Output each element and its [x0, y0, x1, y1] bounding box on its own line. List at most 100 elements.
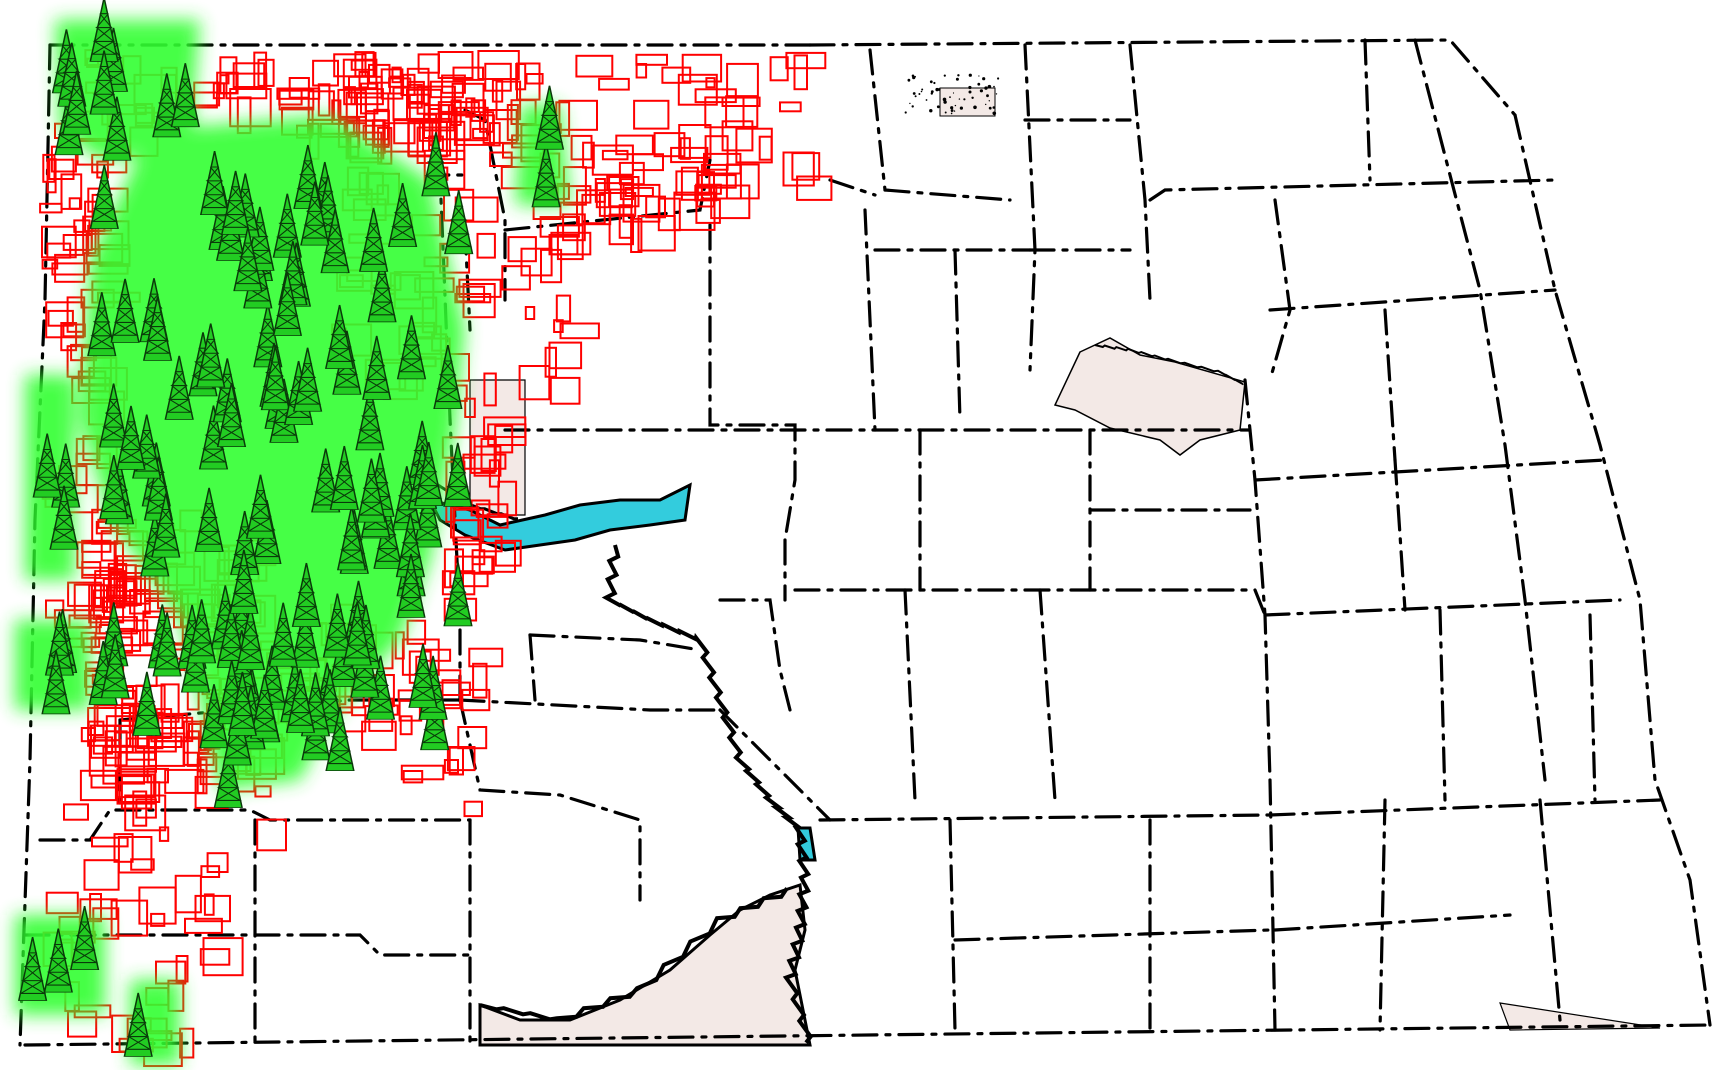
lease-outline: [694, 185, 718, 202]
lease-outline: [483, 372, 497, 407]
county-line: [903, 588, 917, 802]
speckle-dot: [987, 84, 992, 89]
lease-outline: [694, 88, 737, 104]
lease-outline: [202, 937, 244, 977]
county-line: [458, 698, 642, 902]
lease-outline: [79, 769, 117, 802]
county-line: [718, 598, 792, 712]
speckle-dot: [954, 104, 957, 107]
lease-outline: [630, 217, 643, 254]
county-line: [1363, 38, 1372, 182]
lease-outline: [67, 581, 102, 607]
lease-outline: [117, 751, 157, 773]
lease-outline: [494, 424, 514, 454]
lease-outline: [256, 818, 288, 852]
lease-outline: [446, 746, 476, 772]
county-line: [1128, 43, 1152, 302]
lease-outline: [184, 917, 223, 934]
lease-outline: [337, 88, 367, 118]
lease-outline: [488, 459, 500, 488]
county-line: [38, 808, 472, 842]
lease-outline: [696, 171, 716, 208]
county-line: [1438, 608, 1447, 802]
lease-outline: [407, 83, 423, 109]
lease-outline: [175, 955, 189, 983]
county-line: [118, 698, 462, 722]
lease-outline: [710, 184, 751, 220]
lease-outline: [506, 104, 519, 141]
lease-outline: [470, 499, 491, 517]
lease-outline: [758, 135, 773, 161]
speckle-dot: [935, 87, 939, 92]
lease-outline: [93, 704, 117, 742]
speckle-dot: [985, 103, 987, 106]
county-line: [1413, 38, 1547, 782]
speckle-dot: [957, 74, 960, 77]
speckle-dot: [997, 77, 1000, 80]
lease-outline: [653, 132, 686, 158]
lease-outline: [520, 247, 553, 277]
lease-outline: [135, 798, 157, 819]
speckle-dot: [992, 111, 995, 115]
lease-outline: [645, 195, 667, 219]
speckle-dot: [979, 89, 984, 93]
speckle-dot: [929, 80, 933, 84]
lease-outline: [479, 535, 503, 553]
lease-outline: [726, 62, 759, 98]
speckle-dot: [909, 102, 911, 105]
lease-outline: [463, 800, 483, 818]
county-line: [528, 633, 537, 702]
lease-outline: [257, 58, 275, 87]
speckle-dot: [968, 85, 972, 90]
lease-outline: [138, 886, 177, 925]
county-line: [503, 158, 712, 232]
lease-outline: [203, 893, 215, 916]
lease-outline: [406, 619, 427, 645]
lease-outline: [91, 836, 129, 848]
county-line: [1253, 458, 1607, 482]
county-line: [1268, 288, 1557, 312]
speckle-dot: [914, 75, 916, 78]
lease-outline: [45, 301, 85, 339]
lease-outline: [113, 833, 134, 863]
county-line: [1263, 598, 1622, 617]
lease-outline: [544, 346, 557, 378]
lease-outline: [402, 770, 424, 784]
lease-outline: [150, 912, 166, 927]
lease-outline: [489, 151, 513, 167]
lease-outline: [518, 365, 551, 401]
lease-outline: [443, 759, 459, 774]
speckle-dot: [918, 93, 921, 95]
speckle-dot: [955, 77, 959, 81]
speckle-dot: [971, 96, 974, 100]
lease-outline: [200, 865, 221, 879]
lease-outline: [449, 571, 489, 588]
lease-outline: [464, 397, 476, 419]
lease-outline: [796, 175, 833, 201]
county-line: [1513, 113, 1712, 1027]
speckle-dot: [993, 85, 995, 88]
speckle-dot: [982, 77, 986, 81]
lease-outline: [199, 948, 231, 966]
lease-outline: [48, 158, 75, 180]
speckle-dot: [989, 107, 992, 110]
lease-outline: [548, 341, 583, 370]
county-line: [1273, 913, 1512, 932]
speckle-dot: [988, 100, 990, 102]
speckle-dot: [986, 94, 989, 98]
speckle-dot: [912, 92, 916, 95]
lease-outline: [393, 118, 416, 145]
speckle-dot: [921, 88, 924, 91]
lease-outline: [121, 689, 137, 722]
lake-water: [427, 482, 817, 862]
lease-outline: [130, 858, 155, 871]
lease-outline: [637, 215, 676, 252]
speckle-dot: [953, 110, 956, 112]
lease-outline: [343, 86, 356, 106]
county-line: [868, 48, 887, 192]
lease-outline: [782, 151, 815, 187]
lease-outline: [118, 781, 161, 804]
lease-outline: [550, 231, 592, 256]
speckle-dot: [943, 74, 946, 77]
